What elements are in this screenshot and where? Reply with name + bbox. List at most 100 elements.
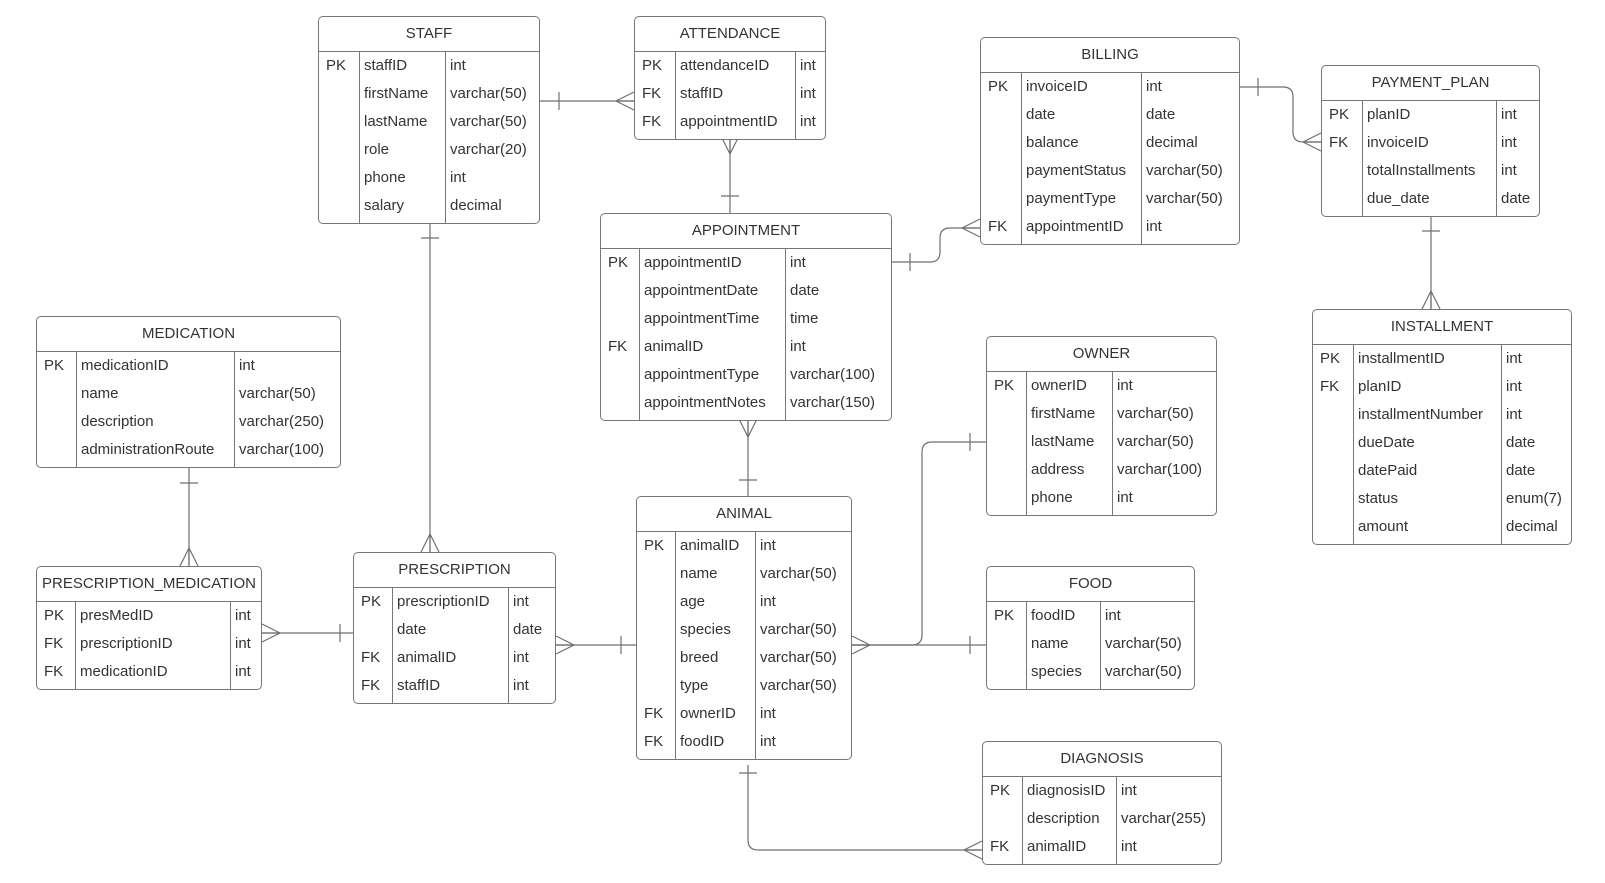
entity-title: APPOINTMENT	[601, 214, 891, 249]
attribute-name: animalID	[397, 649, 457, 666]
attribute-name: appointmentType	[644, 366, 760, 383]
attribute-name: type	[680, 677, 709, 694]
attribute-type: varchar(100)	[239, 441, 325, 458]
attribute-type: int	[760, 593, 776, 610]
attribute-type: enum(7)	[1506, 490, 1562, 507]
attribute-name: paymentStatus	[1026, 162, 1127, 179]
attribute-name: installmentNumber	[1358, 406, 1484, 423]
attribute-type: int	[790, 254, 806, 271]
entity-title: INSTALLMENT	[1313, 310, 1571, 345]
key-label: FK	[1329, 134, 1349, 151]
column-divider	[1116, 776, 1117, 864]
attribute-type: varchar(50)	[450, 113, 527, 130]
attribute-type: decimal	[450, 197, 502, 214]
relationship-line	[892, 227, 980, 263]
entity-title: ATTENDANCE	[635, 17, 825, 52]
attribute-name: animalID	[680, 537, 740, 554]
entity-title: STAFF	[319, 17, 539, 52]
attribute-type: varchar(50)	[760, 621, 837, 638]
attribute-name: age	[680, 593, 706, 610]
cardinality-many-crowfoot	[615, 91, 635, 111]
cardinality-many-crowfoot	[961, 218, 981, 238]
attribute-name: prescriptionID	[397, 593, 490, 610]
entity-title: PRESCRIPTION_MEDICATION	[37, 567, 261, 602]
attribute-name: appointmentID	[680, 113, 778, 130]
key-label: PK	[994, 377, 1015, 394]
relationship-line	[852, 441, 986, 646]
attribute-type: int	[1146, 218, 1162, 235]
attribute-name: phone	[1031, 489, 1073, 506]
attribute-type: int	[450, 169, 466, 186]
attribute-name: staffID	[397, 677, 441, 694]
attribute-type: int	[800, 85, 816, 102]
cardinality-many-crowfoot	[851, 635, 871, 655]
cardinality-many-crowfoot	[1302, 132, 1322, 152]
attribute-type: varchar(50)	[760, 677, 837, 694]
attribute-name: phone	[364, 169, 406, 186]
key-label: FK	[644, 705, 664, 722]
entity-title: BILLING	[981, 38, 1239, 73]
attribute-type: int	[1121, 838, 1137, 855]
attribute-row: name varchar(50)	[637, 560, 851, 588]
attribute-name: name	[680, 565, 718, 582]
attribute-name: prescriptionID	[80, 635, 173, 652]
attribute-row: type varchar(50)	[637, 672, 851, 700]
attribute-name: due_date	[1367, 190, 1430, 207]
attribute-name: address	[1031, 461, 1085, 478]
entity-title: DIAGNOSIS	[983, 742, 1221, 777]
attribute-type: int	[1121, 782, 1137, 799]
attribute-name: balance	[1026, 134, 1079, 151]
column-divider	[230, 601, 231, 689]
attribute-type: varchar(50)	[760, 565, 837, 582]
attribute-type: date	[790, 282, 820, 299]
column-divider	[508, 587, 509, 703]
attribute-type: varchar(50)	[760, 649, 837, 666]
attribute-name: administrationRoute	[81, 441, 215, 458]
relationship-line	[1240, 86, 1321, 143]
entity-title: PAYMENT_PLAN	[1322, 66, 1539, 101]
cardinality-many-crowfoot	[963, 840, 983, 860]
attribute-type: date	[1501, 190, 1531, 207]
attribute-row: installmentNumber int	[1313, 401, 1571, 429]
key-label: FK	[644, 733, 664, 750]
entity-title: MEDICATION	[37, 317, 340, 352]
attribute-type: int	[1146, 78, 1162, 95]
key-label: PK	[44, 357, 65, 374]
column-divider	[392, 587, 393, 703]
key-label: PK	[1320, 350, 1341, 367]
attribute-name: firstName	[364, 85, 429, 102]
key-label: FK	[988, 218, 1008, 235]
attribute-type: int	[1117, 377, 1133, 394]
attribute-type: varchar(50)	[1105, 663, 1182, 680]
key-label: PK	[361, 593, 382, 610]
column-divider	[1026, 371, 1027, 515]
attribute-type: date	[513, 621, 543, 638]
attribute-type: int	[513, 593, 529, 610]
column-divider	[785, 248, 786, 420]
attribute-type: int	[800, 113, 816, 130]
attribute-type: int	[1506, 406, 1522, 423]
attribute-name: appointmentID	[644, 254, 742, 271]
